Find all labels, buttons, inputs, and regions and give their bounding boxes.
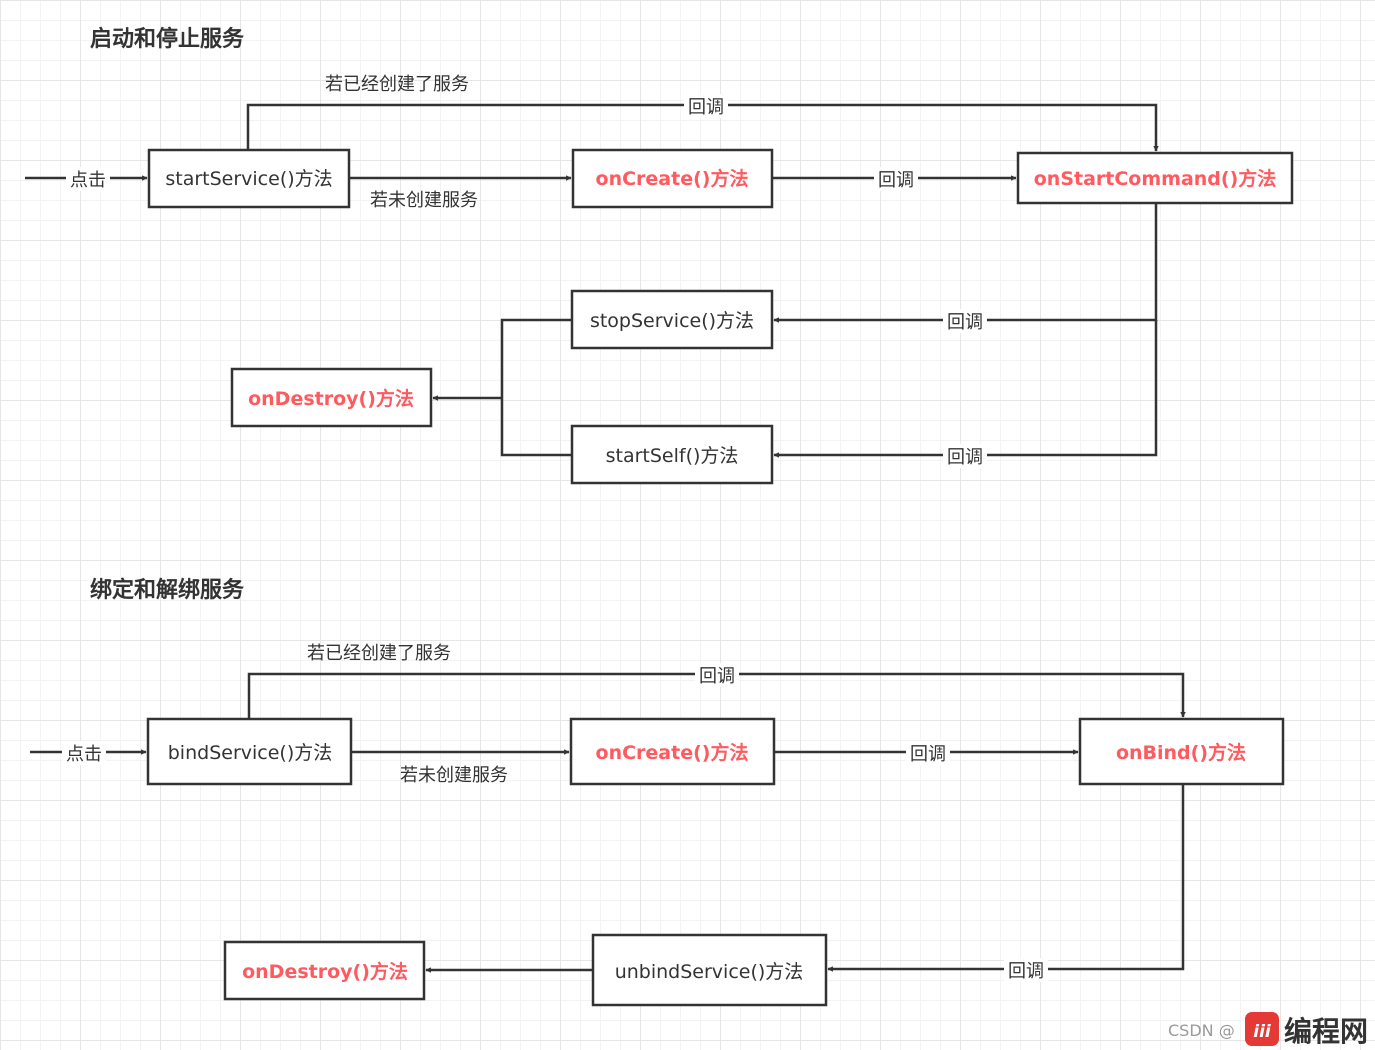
watermark-brand: 编程网 [1284,1015,1368,1048]
edge-label-callback: 回调 [688,97,724,118]
node-label: onCreate()方法 [596,741,749,764]
node-label: onDestroy()方法 [248,387,414,410]
edge-label-click: 点击 [66,744,102,765]
node-unbind-service[interactable]: unbindService()方法 [591,933,828,1007]
edge-bind-to-oncreate: 若未创建服务 [352,749,570,786]
node-label: onCreate()方法 [596,167,749,190]
node-on-start-command[interactable]: onStartCommand()方法 [1016,151,1294,205]
edge-label-if-not-created: 若未创建服务 [370,190,478,211]
edge-oncreate-to-onstartcommand: 回调 [773,167,1017,191]
edge-click-bind: 点击 [30,741,147,765]
edge-onbind-to-unbind: 回调 [827,784,1185,982]
node-label: onDestroy()方法 [242,960,408,983]
node-label: startService()方法 [165,168,332,190]
edge-label-click: 点击 [70,170,106,191]
brand-logo-text: iii [1253,1022,1272,1042]
edge-start-to-oncreate: 若未创建服务 [350,175,572,211]
edge-onstartcommand-to-stop: 回调 [773,204,1158,333]
edge-label-callback: 回调 [947,312,983,333]
node-on-create[interactable]: onCreate()方法 [571,148,774,209]
watermark-csdn-text: CSDN @ [1168,1021,1235,1040]
node-label: onBind()方法 [1116,741,1246,764]
edge-onstartcommand-to-stopself: 回调 [773,320,1158,468]
edge-stop-to-ondestroy [432,318,572,457]
edge-label-callback: 回调 [910,744,946,765]
edge-label-callback: 回调 [947,447,983,468]
edge-label-if-not-created: 若未创建服务 [400,765,508,786]
node-label: onStartCommand()方法 [1034,167,1277,190]
node-stop-service[interactable]: stopService()方法 [570,289,774,350]
node-stop-self[interactable]: startSelf()方法 [570,424,774,485]
edge-click-start: 点击 [25,167,148,191]
node-label: unbindService()方法 [615,961,804,983]
edge-bind-to-onbind: 若已经创建了服务 回调 [247,643,1186,719]
node-on-destroy-2[interactable]: onDestroy()方法 [223,940,426,1001]
brand-logo-icon: iii [1245,1012,1279,1046]
edge-label-callback: 回调 [1008,961,1044,982]
node-label: stopService()方法 [590,310,754,332]
edge-label-if-created: 若已经创建了服务 [325,74,469,95]
edge-start-to-onstartcommand: 若已经创建了服务 回调 [246,74,1159,152]
node-label: startSelf()方法 [606,445,739,467]
edge-label-callback: 回调 [699,666,735,687]
node-bind-service[interactable]: bindService()方法 [146,717,353,786]
edge-label-if-created: 若已经创建了服务 [307,643,451,664]
node-start-service[interactable]: startService()方法 [147,148,351,209]
node-on-bind[interactable]: onBind()方法 [1078,717,1285,786]
node-label: bindService()方法 [168,742,333,764]
section-title-start-stop: 启动和停止服务 [90,26,245,52]
section-title-bind-unbind: 绑定和解绑服务 [90,577,245,603]
edge-oncreate-to-onbind: 回调 [775,741,1079,765]
edge-label-callback: 回调 [878,170,914,191]
node-on-create-2[interactable]: onCreate()方法 [569,717,776,786]
node-on-destroy[interactable]: onDestroy()方法 [230,367,433,428]
watermark: CSDN @ iii 编程网 [1168,1012,1368,1048]
